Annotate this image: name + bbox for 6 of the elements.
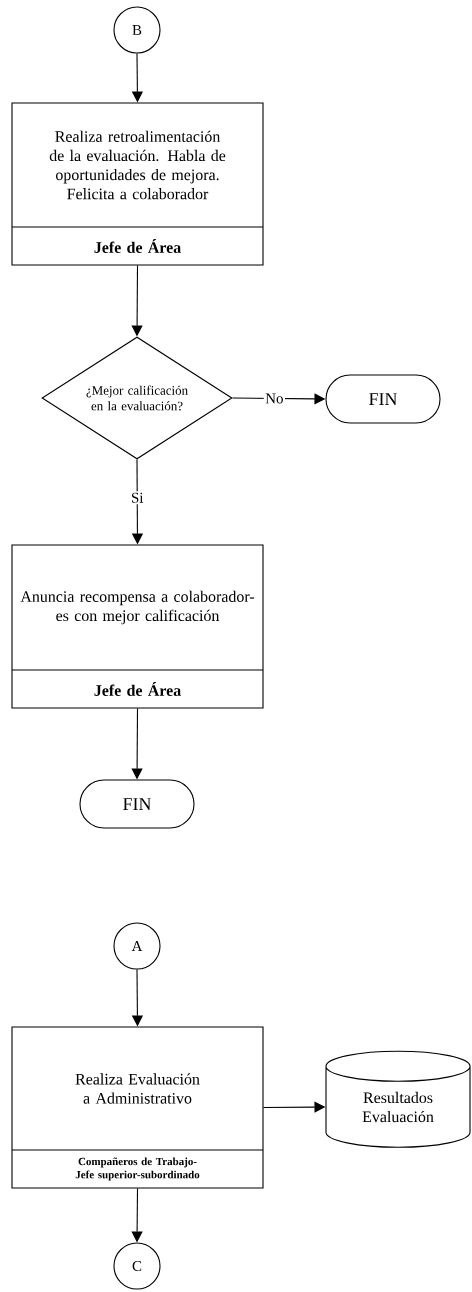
database-cylinder: Resultados Evaluación [325,1050,471,1148]
edge-label: No [263,392,285,405]
edge-label: Si [129,491,145,505]
process-box: Anuncia recompensa a colaborador-es con mejor calificación Jefe de Área [11,544,264,709]
process-box: Realiza Evaluación a Administrativo Compañeros de Trabajo-Jefe superior-subordinado [11,1026,264,1189]
process-box: Realiza retroalimentación de la evaluación. Habla de oportunidades de mejora. Felicita a colaborador Jefe de Área [11,102,264,266]
